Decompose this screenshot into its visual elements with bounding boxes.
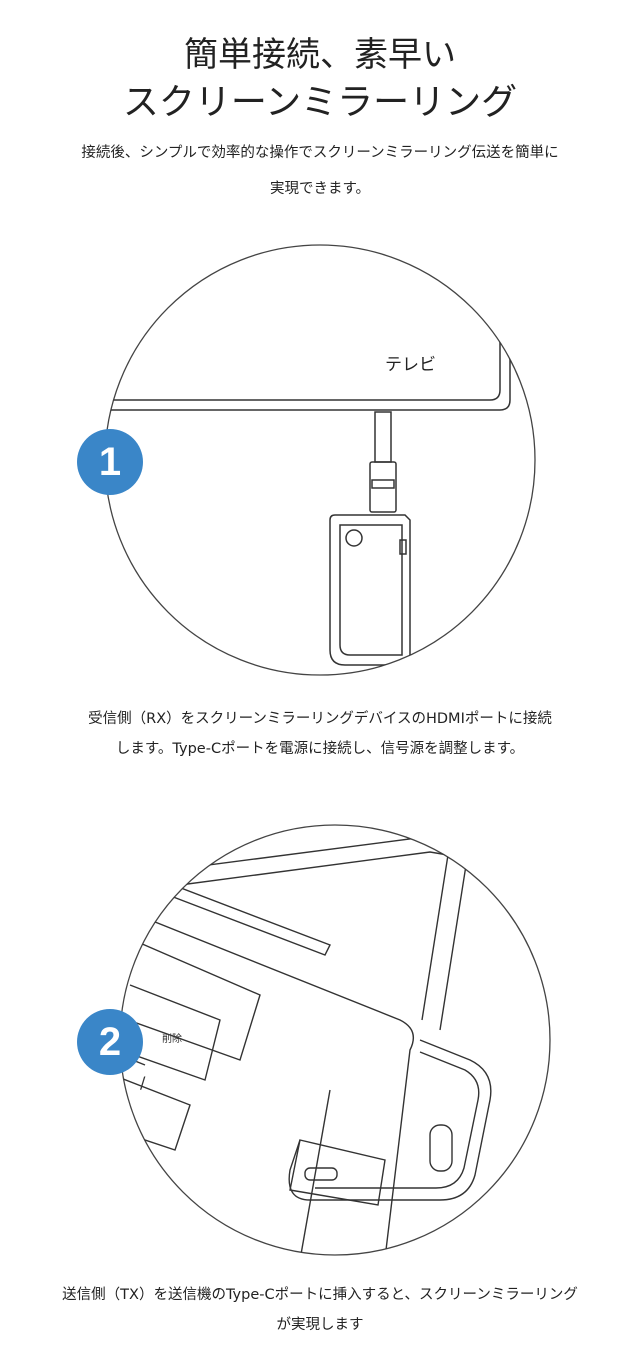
step1-desc-line1: 受信側（RX）をスクリーンミラーリングデバイスのHDMIポートに接続: [88, 711, 552, 727]
laptop-base: [120, 899, 414, 1255]
heading-line2: スクリーンミラーリング: [122, 82, 518, 123]
receiver-device: [329, 514, 411, 666]
step-badge-2: 2: [77, 1009, 143, 1075]
keyboard-key-label: 削除: [162, 1034, 182, 1045]
heading-line1: 簡単接続、素早い: [184, 35, 456, 75]
tv-frame: [105, 245, 501, 401]
intro-line2: 実現できます。: [269, 181, 371, 197]
step-badge-1: 1: [77, 429, 143, 495]
hdmi-cable: [374, 411, 392, 463]
step2-illustration: [119, 824, 551, 1256]
step1-desc-line2: します。Type-Cポートを電源に接続し、信号源を調整します。: [115, 741, 525, 757]
step2-desc-line2: が実現します: [276, 1317, 364, 1333]
intro-line1: 接続後、シンプルで効率的な操作でスクリーンミラーリング伝送を簡単に: [81, 145, 559, 161]
keyboard-key-glyph: /: [140, 1073, 146, 1092]
transmitter-device: [288, 1039, 492, 1201]
tv-label: テレビ: [385, 355, 436, 375]
step2-desc-line1: 送信側（TX）を送信機のType-Cポートに挿入すると、スクリーンミラーリング: [62, 1287, 578, 1303]
step1-illustration: [104, 244, 536, 676]
